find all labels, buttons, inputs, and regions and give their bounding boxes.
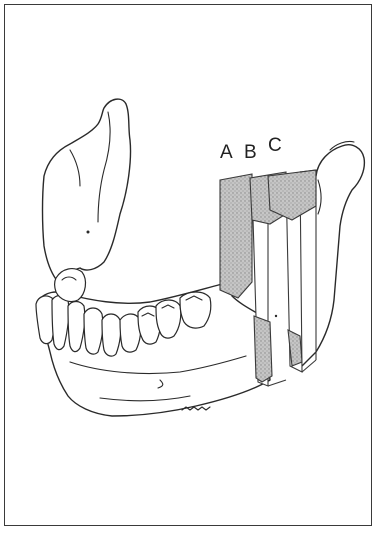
plane-marker-dot — [275, 315, 277, 317]
tooth-9 — [180, 292, 211, 328]
plane-a — [220, 174, 252, 298]
label-c: C — [268, 135, 282, 156]
mental-foramen-dot — [87, 231, 90, 234]
plane-b-lower — [254, 316, 272, 382]
tooth-molar-back — [55, 269, 86, 302]
label-b: B — [244, 142, 257, 163]
tooth-4 — [84, 308, 103, 354]
tooth-5 — [102, 314, 121, 356]
left-ramus — [43, 99, 131, 282]
plane-b-bottom-edge — [268, 380, 286, 386]
mandible — [38, 99, 364, 416]
label-a: A — [220, 142, 233, 163]
